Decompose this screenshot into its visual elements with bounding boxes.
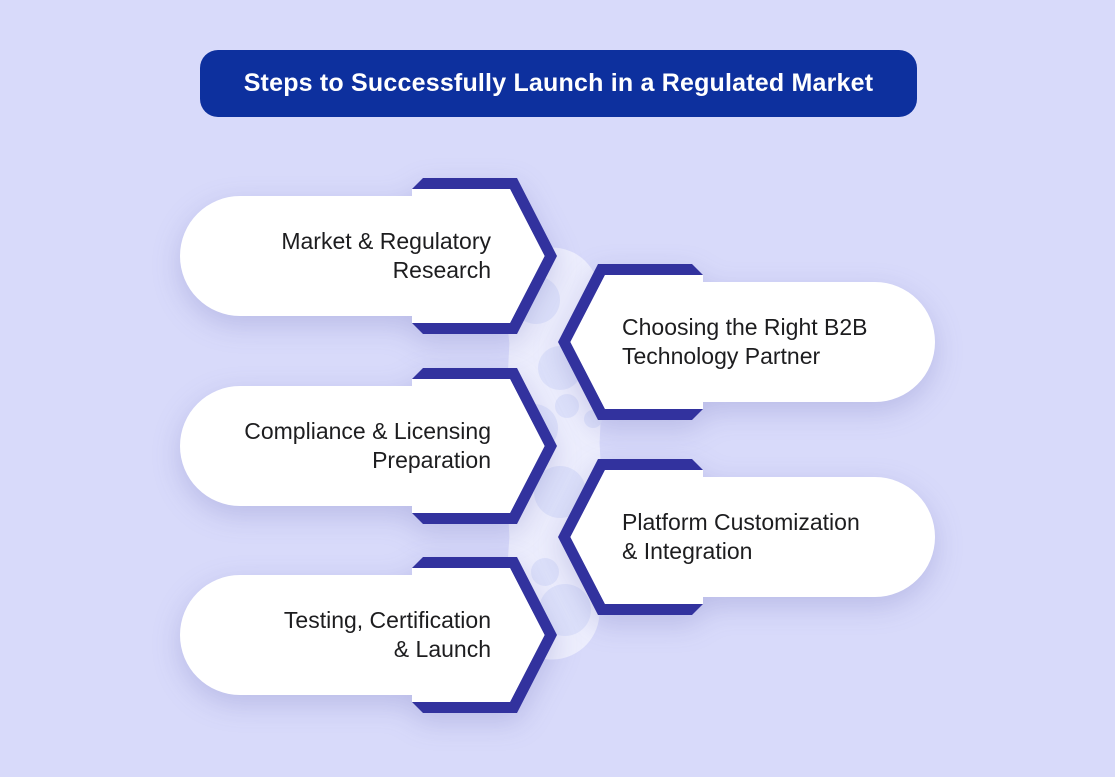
step-card-testing-certification-launch: Testing, Certification & Launch: [180, 550, 570, 720]
step-label-line1: Testing, Certification: [283, 607, 491, 633]
step-label-line1: Compliance & Licensing: [244, 418, 491, 444]
step-label: Choosing the Right B2B Technology Partne…: [622, 313, 868, 371]
step-label-line1: Market & Regulatory: [281, 228, 491, 254]
step-label-line2: & Integration: [622, 538, 753, 564]
step-label: Testing, Certification & Launch: [284, 606, 491, 664]
step-label: Compliance & Licensing Preparation: [244, 417, 491, 475]
step-label-line2: Research: [392, 257, 491, 283]
step-card-platform-customization-integration: Platform Customization & Integration: [545, 452, 935, 622]
step-label: Platform Customization & Integration: [622, 508, 860, 566]
step-label: Market & Regulatory Research: [281, 227, 491, 285]
step-label-line1: Platform Customization: [622, 509, 860, 535]
step-card-market-regulatory-research: Market & Regulatory Research: [180, 171, 570, 341]
title-banner: Steps to Successfully Launch in a Regula…: [200, 50, 917, 117]
step-card-compliance-licensing-preparation: Compliance & Licensing Preparation: [180, 361, 570, 531]
step-label-line2: & Launch: [393, 636, 491, 662]
step-label-line2: Technology Partner: [622, 343, 821, 369]
step-label-line2: Preparation: [372, 447, 491, 473]
step-card-choosing-b2b-technology-partner: Choosing the Right B2B Technology Partne…: [545, 257, 935, 427]
step-label-line1: Choosing the Right B2B: [622, 314, 868, 340]
page-title: Steps to Successfully Launch in a Regula…: [243, 69, 874, 97]
